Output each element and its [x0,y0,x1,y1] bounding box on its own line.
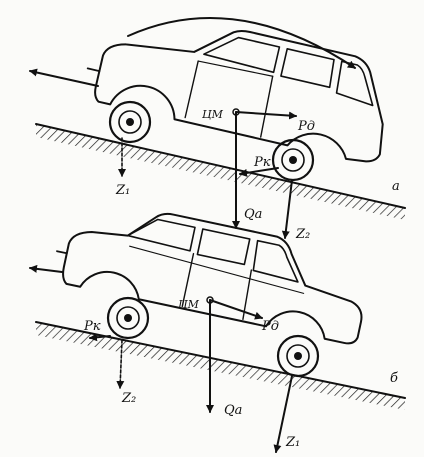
qa-label-b: Qa [224,403,242,418]
z1-arrow-b [273,375,293,453]
pd-label-a: Pд [297,119,315,134]
ground-hatching-a [36,124,405,220]
z1-label-b: Z₁ [285,435,300,450]
pd-arrow-b [209,299,263,320]
z2-label-a: Z₂ [295,227,310,242]
pk-arrow-a [239,167,279,177]
pull-arrow-a [29,68,99,87]
rear-wheel-a [108,100,152,144]
z2-label-b: Z₂ [121,391,136,406]
car-body-a [86,29,384,163]
z2-arrow-b [116,339,125,389]
pk-label-b: Pк [83,319,101,334]
ground-hatching-b [36,322,405,410]
z1-label-a: Z₁ [115,183,130,198]
panel-a: ЦМ Pд Pк Z₁ Qa Z₂ а [29,17,406,242]
slope-line-b [35,321,406,399]
front-wheel-a [271,138,315,182]
qa-label-a: Qa [244,207,262,222]
pk-arrow-b [89,333,111,342]
rotation-arrow [127,17,356,69]
pd-label-b: Pд [261,319,279,334]
front-wheel-b [276,334,320,378]
panel-letter-b: б [390,371,398,386]
panel-letter-a: а [392,179,400,194]
pull-arrow-b [29,264,63,273]
slope-line-a [35,123,406,209]
pd-arrow-a [235,111,297,120]
z2-arrow-a [281,179,293,239]
pk-label-a: Pк [253,155,271,170]
car-body-b [56,212,363,345]
cm-label-a: ЦМ [202,108,224,121]
cm-label-b: ЦМ [178,298,200,311]
rear-wheel-b [106,296,150,340]
panel-b: ЦМ Pд Pк Z₂ Qa Z₁ б [29,212,406,453]
